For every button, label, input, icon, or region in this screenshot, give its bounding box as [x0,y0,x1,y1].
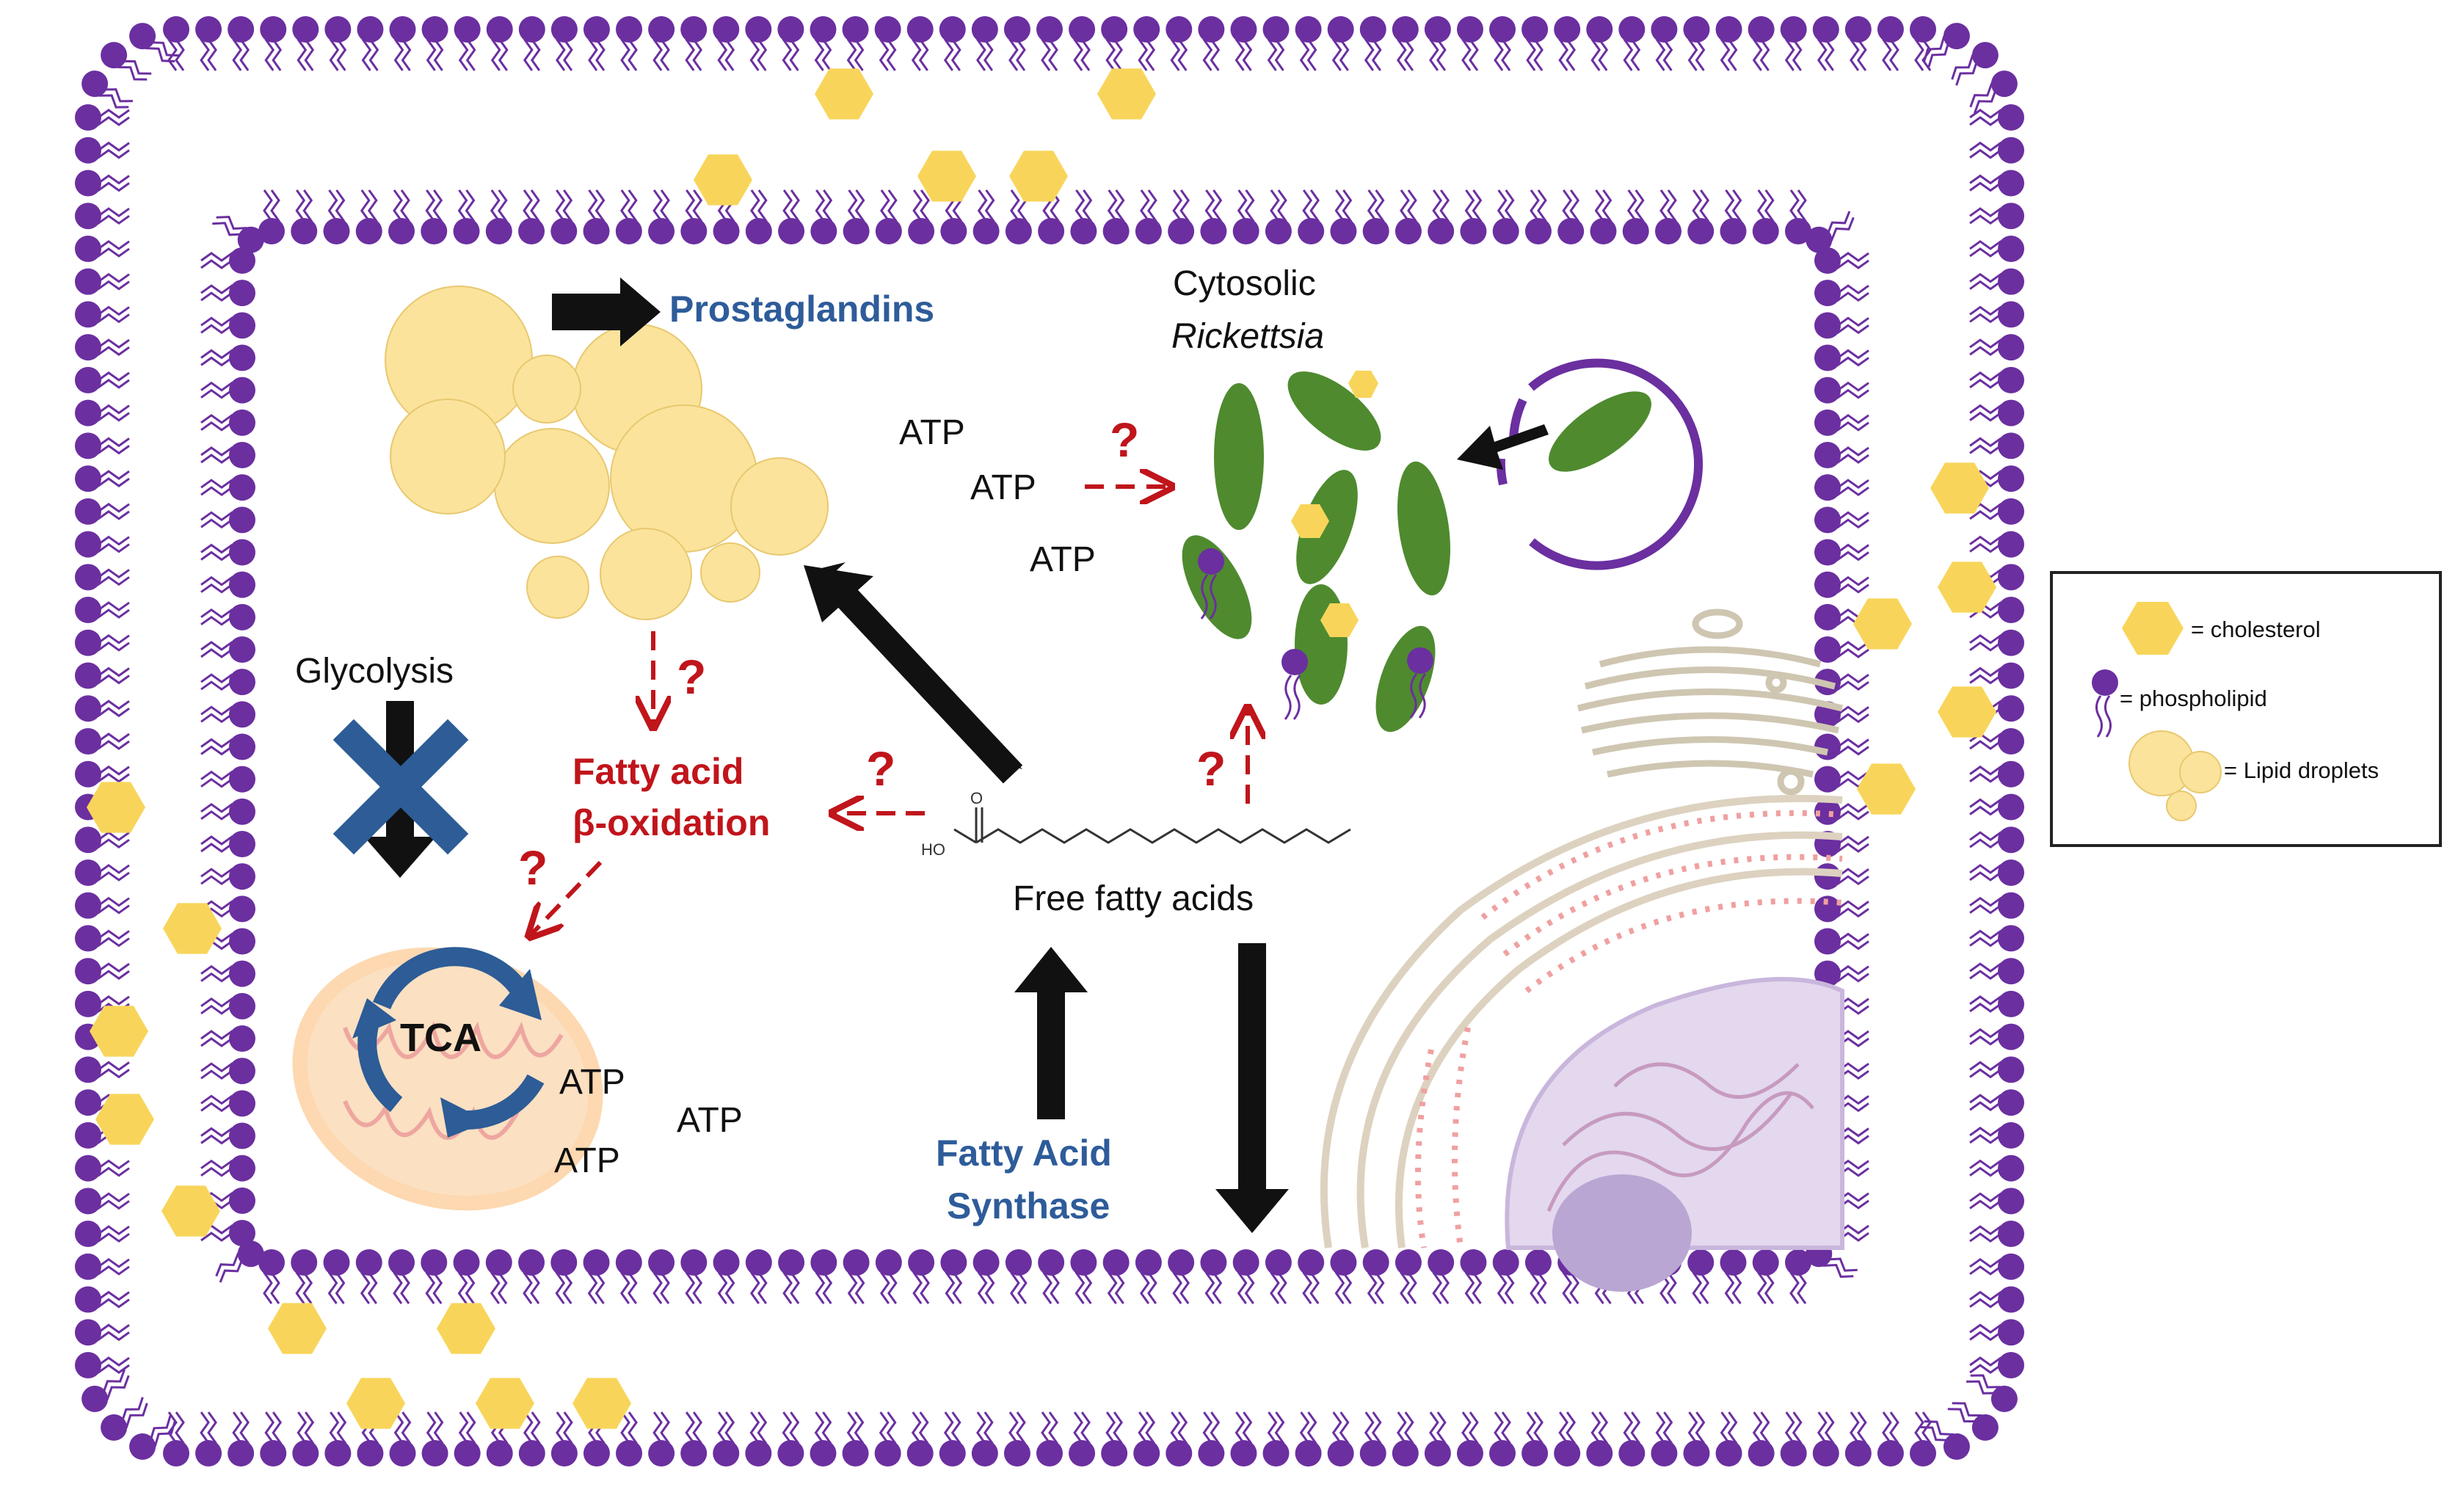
prostaglandins-arrow [552,277,661,346]
nucleus [1505,977,1844,1292]
tca-label: TCA [400,1016,481,1060]
beta-oxidation-label: β-oxidation [572,802,770,843]
atp-label-5: ATP [554,1141,620,1180]
question-mark-mito: ? [518,840,548,895]
cell-membrane-bilayer [75,16,2024,1466]
endoplasmic-reticulum [1320,794,1843,1249]
legend-phospholipid-label: = phospholipid [2120,686,2267,711]
atp-label-6: ATP [677,1101,743,1140]
legend-cholesterol-icon [2122,602,2184,655]
question-mark-droplets: ? [677,650,706,704]
question-mark-ffa-oxidation: ? [866,741,895,796]
glycolysis-label: Glycolysis [295,652,454,691]
fas-line1-label: Fatty Acid [936,1133,1112,1174]
chain-o-label: O [970,789,983,807]
golgi-apparatus [1577,608,1844,796]
free-fatty-acids-label: Free fatty acids [1013,879,1254,918]
legend: = cholesterol = phospholipid = Lipid dro… [2050,571,2442,847]
rickettsia-label: Rickettsia [1171,317,1324,356]
glycolysis-arrowhead [364,837,436,878]
atp-label-1: ATP [899,413,965,452]
fatty-acid-label: Fatty acid [572,751,743,792]
fas-up-arrowhead [1014,947,1088,992]
blocked-x-icon [332,719,469,855]
fatty-acid-chain-icon: O HO [921,789,1351,859]
fas-line2-label: Synthase [947,1185,1110,1226]
vacuole-broken-membrane [1496,358,1703,570]
tca-cycle-icon [352,947,545,1138]
legend-lipid-droplets-icon [2128,730,2222,821]
vacuole-exit-arrow [1457,424,1549,470]
chain-ho-label: HO [921,840,945,859]
legend-lipid-droplets-label: = Lipid droplets [2224,757,2379,783]
legend-cholesterol-label: = cholesterol [2191,617,2321,642]
atp-label-2: ATP [970,468,1036,507]
rickettsia-bacteria-group [1182,371,1451,733]
cytosolic-label: Cytosolic [1173,264,1316,303]
question-mark-atp: ? [1110,412,1139,467]
oxidation-to-mito-arrow [530,860,603,936]
question-mark-ffa-rickettsia: ? [1196,741,1226,796]
ffa-down-arrowhead [1215,1189,1289,1233]
legend-phospholipid-icon [2092,669,2118,696]
lipid-droplets-cluster [385,286,829,620]
prostaglandins-label: Prostaglandins [669,288,934,330]
atp-label-3: ATP [1030,540,1096,579]
atp-label-4: ATP [559,1063,625,1102]
